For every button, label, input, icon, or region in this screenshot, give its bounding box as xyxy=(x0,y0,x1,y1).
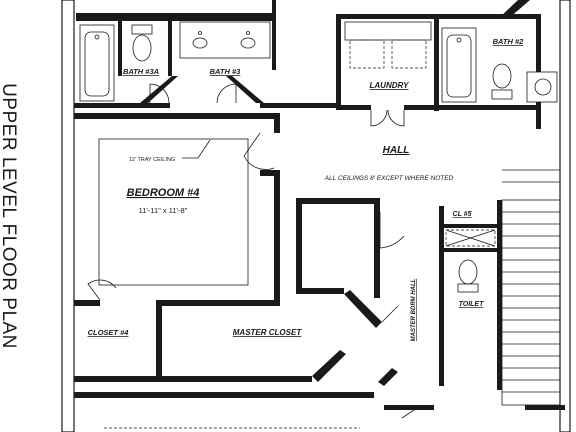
label-master-bdrm-hall: MASTER BDRM HALL xyxy=(411,278,417,341)
label-bath-3: BATH #3 xyxy=(210,67,242,76)
fixtures xyxy=(79,21,558,293)
label-bedroom-4: BEDROOM #4 xyxy=(127,187,200,199)
stairs xyxy=(501,169,561,406)
toilet-icon-2 xyxy=(491,89,513,100)
label-closet-5: CL #5 xyxy=(453,211,472,218)
label-closet-4: CLOSET #4 xyxy=(88,328,130,337)
label-laundry: LAUNDRY xyxy=(370,81,410,90)
label-master-closet: MASTER CLOSET xyxy=(233,328,303,337)
tray-ceiling-outline xyxy=(98,138,249,286)
room-labels: BATH #3A BATH #3 LAUNDRY BATH #2 HALL AL… xyxy=(88,37,525,341)
label-hall: HALL xyxy=(383,145,410,156)
vanity-icon xyxy=(179,21,271,59)
label-ceiling-note: ALL CEILINGS 8' EXCEPT WHERE NOTED xyxy=(324,175,454,182)
side-title: UPPER LEVEL FLOOR PLAN xyxy=(0,83,19,349)
doors xyxy=(87,83,415,419)
label-bath-2: BATH #2 xyxy=(493,37,525,46)
laundry-counter-icon xyxy=(344,21,432,41)
toilet-icon-3 xyxy=(457,283,479,293)
walls xyxy=(61,0,571,432)
toilet-icon xyxy=(131,24,153,35)
tray-ceiling-leader xyxy=(182,139,211,159)
label-bath-3a: BATH #3A xyxy=(123,67,159,76)
label-toilet: TOILET xyxy=(459,301,484,308)
label-bedroom-4-size: 11'-11" x 11'-8" xyxy=(139,206,188,215)
label-tray-ceiling: 12' TRAY CEILING xyxy=(129,157,175,163)
angled-walls xyxy=(140,0,530,386)
